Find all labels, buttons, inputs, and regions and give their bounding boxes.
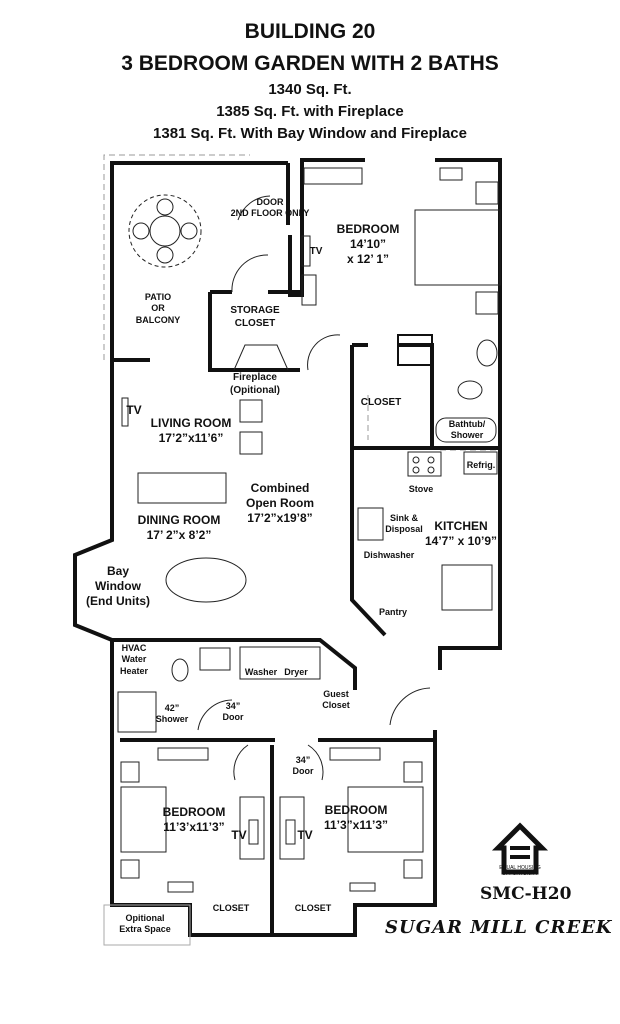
bathtub	[435, 417, 497, 443]
door-34-bedroom: 34”Door	[292, 755, 314, 777]
fireplace	[233, 344, 289, 371]
closet-2-label: CLOSET	[212, 903, 250, 913]
brand-logo: SUGAR MILL CREEK	[385, 917, 613, 938]
refrig-label: Refrig.	[466, 460, 496, 470]
dining-table	[165, 557, 247, 603]
stove-box	[407, 451, 442, 477]
closet-3-label: CLOSET	[294, 903, 332, 913]
equal-housing-logo	[491, 822, 549, 875]
shower-label: 42”Shower	[155, 703, 189, 725]
door-swings	[197, 195, 431, 781]
walls	[73, 158, 502, 937]
tv-master	[301, 235, 311, 267]
closet-label: CLOSET	[360, 397, 402, 408]
washer-label: Washer	[244, 667, 278, 677]
fireplace-label: Fireplace(Opitional)	[230, 372, 280, 396]
bed-master	[414, 209, 501, 286]
plan-code: SMC-H20	[480, 884, 572, 904]
door-34-hall: 34”Door	[222, 701, 244, 723]
plan-title: 3 BEDROOM GARDEN WITH 2 BATHS	[121, 52, 499, 75]
kitchen-table	[441, 564, 493, 611]
patio-table	[128, 194, 202, 268]
sink	[357, 507, 384, 541]
tv-label-bedroom-2: TV	[231, 828, 247, 842]
dishwasher-label: Dishwasher	[363, 550, 415, 560]
dresser	[303, 167, 363, 185]
tv-label-living: TV	[126, 403, 142, 417]
tv-label-bedroom-3: TV	[297, 828, 313, 842]
bath-label: Bathtub/Shower	[448, 419, 486, 441]
bed-2	[120, 786, 167, 853]
shower	[117, 691, 157, 733]
stove-label: Stove	[408, 484, 434, 494]
tv-label-master: TV	[309, 246, 323, 257]
sofa	[137, 472, 227, 504]
tv-living	[121, 397, 129, 427]
dryer-label: Dryer	[284, 667, 308, 677]
pantry-label: Pantry	[378, 607, 408, 617]
sink-label: Sink &Disposal	[385, 513, 423, 535]
sqft-base: 1340 Sq. Ft.	[268, 81, 352, 98]
building-title: BUILDING 20	[244, 20, 376, 43]
bed-3	[347, 786, 424, 853]
sqft-fireplace: 1385 Sq. Ft. with Fireplace	[216, 103, 404, 120]
sqft-bay: 1381 Sq. Ft. With Bay Window and Firepla…	[153, 125, 467, 142]
washer-dryer	[239, 646, 321, 680]
patio-outline	[103, 154, 250, 360]
